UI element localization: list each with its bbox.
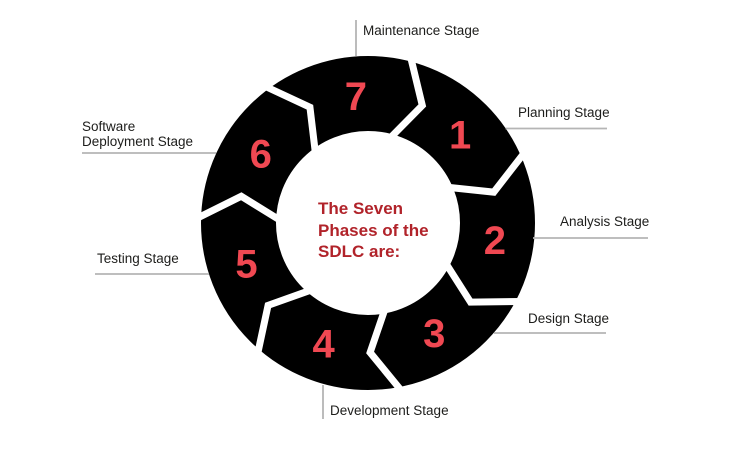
label-analysis-stage: Analysis Stage (560, 214, 650, 229)
center-title-line-2: Phases of the (318, 220, 429, 240)
leader-lines (82, 20, 648, 419)
center-title: The Seven Phases of the SDLC are: (318, 198, 448, 263)
stage-number-4: 4 (312, 323, 335, 367)
segment-divider-7 (386, 55, 427, 142)
stage-number-2: 2 (484, 219, 506, 263)
label-maintenance-stage: Maintenance Stage (363, 23, 480, 38)
segment-divider-6 (262, 82, 319, 155)
segment-divider-3 (366, 307, 405, 394)
label-design-stage: Design Stage (528, 311, 610, 326)
center-title-line-3: SDLC are: (318, 242, 401, 261)
label-development-stage: Development Stage (330, 403, 449, 418)
label-software-deployment-stage: Software Deployment Stage (82, 119, 194, 149)
stage-number-6: 6 (250, 132, 272, 176)
label-planning-stage: Planning Stage (518, 105, 610, 120)
stage-number-5: 5 (235, 243, 257, 287)
label-testing-stage: Testing Stage (97, 251, 179, 266)
sdlc-ring: 1 2 3 4 5 6 7 (194, 55, 535, 394)
stage-number-7: 7 (345, 75, 367, 119)
stage-number-3: 3 (423, 312, 445, 356)
center-title-line-1: The Seven (318, 199, 404, 218)
stage-number-1: 1 (449, 114, 471, 158)
segment-divider-1 (446, 150, 528, 196)
segment-divider-5 (194, 192, 283, 224)
segment-divider-2 (442, 260, 522, 306)
segment-divider-4 (254, 286, 314, 356)
